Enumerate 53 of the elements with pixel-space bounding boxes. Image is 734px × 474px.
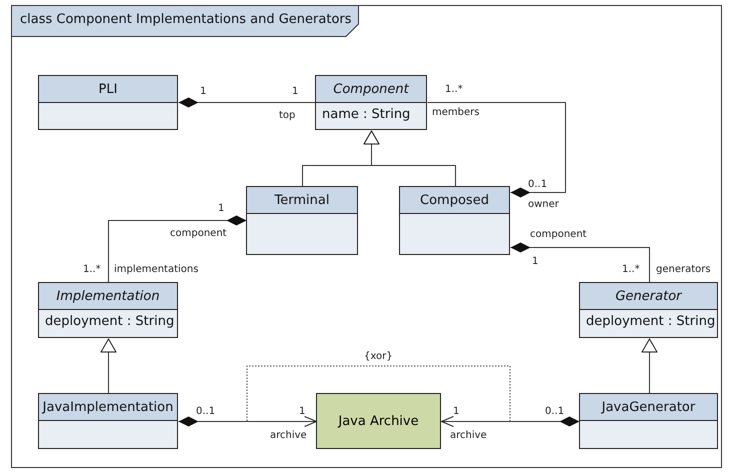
class-box: [316, 393, 441, 449]
constraint-label: {xor}: [364, 351, 393, 363]
class-name: Implementation: [56, 288, 160, 304]
multiplicity: 1: [299, 406, 306, 418]
multiplicity: 1: [292, 86, 298, 98]
diagram-title: class Component Implementations and Generators: [20, 12, 352, 27]
composition-line: [108, 216, 247, 283]
class-name: Composed: [420, 192, 489, 208]
multiplicity: 1..*: [622, 264, 640, 276]
composition-line: [427, 102, 566, 198]
role-name: implementations: [114, 264, 198, 276]
class-name: Java Archive: [338, 414, 419, 428]
role-name: top: [279, 110, 296, 122]
role-name: generators: [656, 264, 711, 276]
class-name: JavaGenerator: [602, 400, 696, 414]
multiplicity: 1: [453, 406, 460, 418]
role-name: owner: [528, 199, 559, 211]
multiplicity: 1: [218, 203, 224, 215]
class-name: Component: [333, 82, 409, 96]
role-name: archive: [450, 430, 487, 442]
role-name: component: [530, 229, 587, 241]
multiplicity: 1..*: [445, 84, 463, 96]
attribute-text: deployment : String: [586, 314, 716, 329]
composition-line: [178, 416, 317, 427]
class-box: [315, 75, 427, 130]
class-box: [579, 282, 718, 338]
class-box: [579, 393, 718, 449]
class-box: [399, 186, 510, 255]
composition-line: [441, 416, 580, 427]
composition-line: [178, 98, 316, 108]
role-name: archive: [270, 430, 307, 442]
generalization-arrow: [364, 130, 456, 187]
class-name: Terminal: [274, 192, 330, 208]
multiplicity: 0..1: [528, 179, 548, 191]
class-name: JavaImplementation: [42, 400, 174, 414]
generalization-arrow: [100, 338, 116, 394]
class-box: [38, 393, 178, 449]
multiplicity: 0..1: [196, 406, 216, 418]
composition-line: [510, 242, 650, 283]
attribute-text: deployment : String: [45, 314, 174, 329]
generalization-arrow: [642, 338, 658, 394]
class-box: [38, 75, 178, 130]
class-name: Generator: [615, 288, 682, 304]
role-name: members: [432, 107, 480, 119]
class-box: [246, 186, 358, 255]
multiplicity: 0..1: [545, 406, 564, 418]
class-box: [38, 282, 178, 338]
role-name: component: [170, 228, 227, 240]
attribute-text: name : String: [322, 107, 410, 122]
multiplicity: 1: [532, 256, 538, 268]
multiplicity: 1: [200, 86, 206, 98]
class-name: PLI: [98, 82, 118, 96]
multiplicity: 1..*: [83, 264, 101, 276]
